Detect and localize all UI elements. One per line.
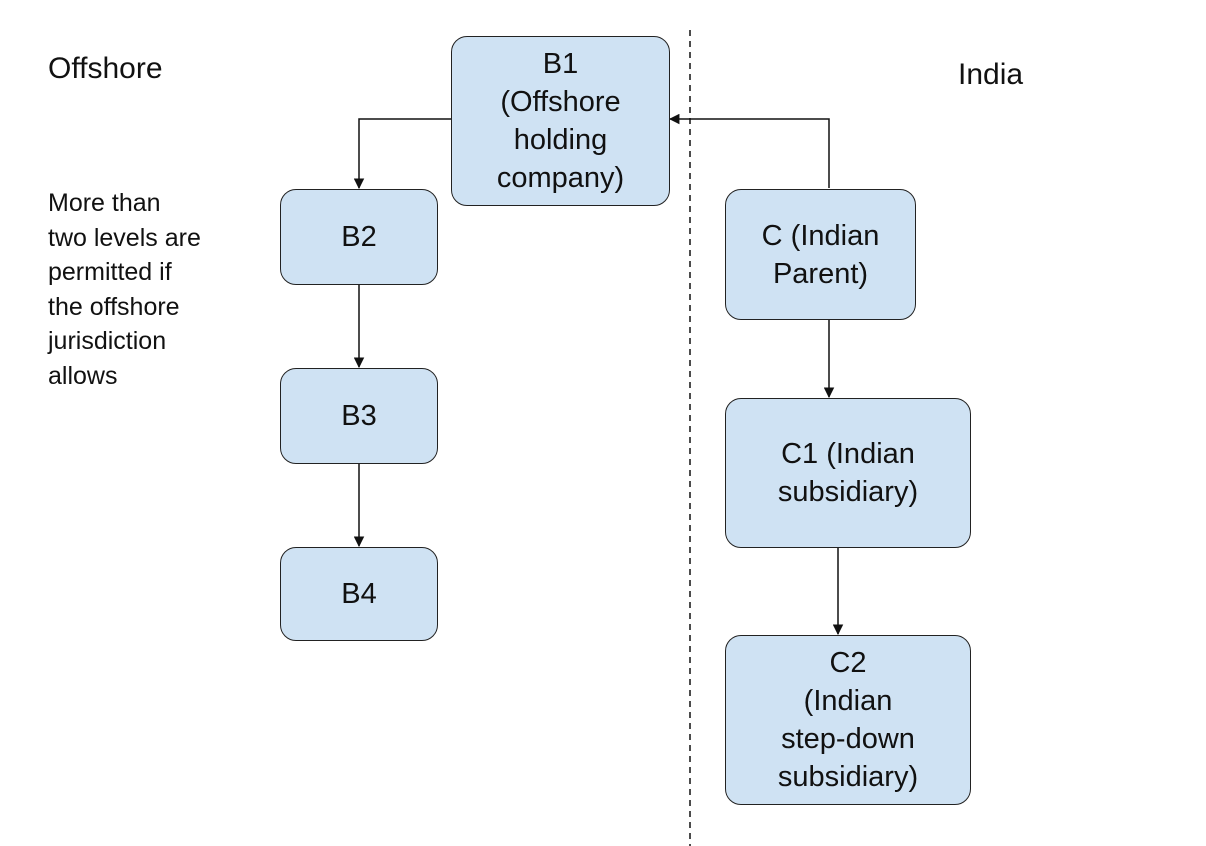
node-b4: B4 (280, 547, 438, 641)
region-label-india: India (958, 58, 1024, 91)
node-c: C (Indian Parent) (725, 189, 916, 320)
node-c1: C1 (Indian subsidiary) (725, 398, 971, 548)
edge-c-b1 (668, 113, 830, 188)
node-b2: B2 (280, 189, 438, 285)
node-b3: B3 (280, 368, 438, 464)
region-label-offshore: Offshore (48, 52, 163, 85)
node-c2: C2 (Indian step-down subsidiary) (725, 635, 971, 805)
levels-note: More than two levels are permitted if th… (48, 189, 201, 390)
node-b1: B1 (Offshore holding company) (451, 36, 670, 206)
edge-b1-b2 (353, 118, 451, 190)
